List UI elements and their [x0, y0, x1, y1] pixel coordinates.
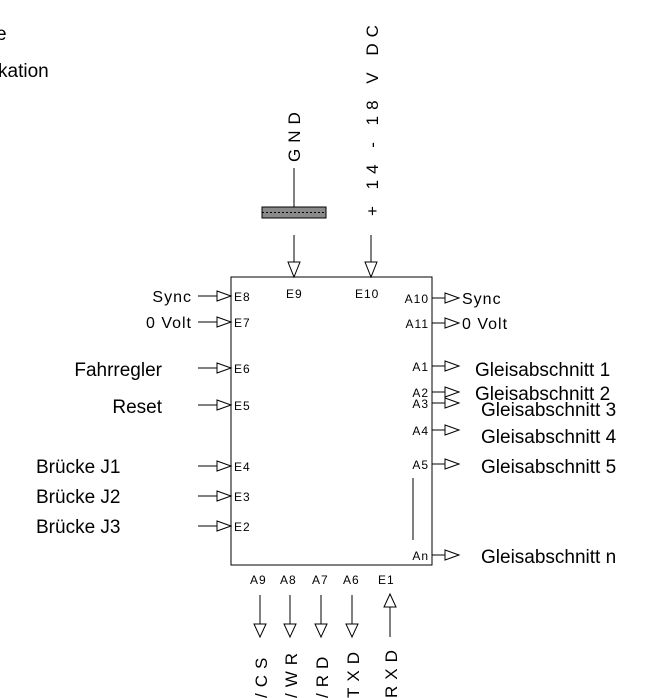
pin-e4: E4 — [234, 460, 251, 474]
pin-a6: A6 — [343, 573, 360, 587]
pin-e2: E2 — [234, 520, 251, 534]
pin-a5-arrow-icon — [444, 458, 461, 470]
left-sync-label: Sync — [152, 289, 192, 306]
pin-e6: E6 — [234, 362, 251, 376]
pin-a3: A3 — [412, 397, 429, 411]
pin-an: An — [412, 549, 429, 563]
pin-a11-arrow-icon — [444, 317, 461, 329]
pin-a8-arrow-icon — [283, 623, 297, 639]
bottom-pin-rows — [253, 592, 397, 639]
pin-e1: E1 — [378, 573, 395, 587]
pin-e2-arrow-icon — [216, 520, 233, 532]
chip-body — [230, 276, 433, 566]
pin-a2-arrow-icon — [444, 386, 461, 398]
pin-e5-arrow-icon — [216, 399, 233, 411]
pin-a6-arrow-icon — [345, 623, 359, 639]
pin-a7-arrow-icon — [314, 623, 328, 639]
bruecke-j1-label: Brücke J1 — [36, 457, 120, 478]
signal-rd: /RD — [313, 651, 332, 698]
pin-a1: A1 — [412, 360, 429, 374]
gleisabschnitt-4-label: Gleisabschnitt 4 — [481, 427, 617, 448]
pin-a3-arrow-icon — [444, 397, 461, 409]
gnd-label: GND — [285, 106, 304, 162]
right-sync-label: Sync — [462, 291, 502, 308]
pin-a11: A11 — [406, 317, 429, 331]
pin-a9: A9 — [250, 573, 267, 587]
pin-e10-arrow-icon — [364, 261, 378, 279]
cropped-text-line-2: kation — [0, 61, 49, 82]
pin-e10: E10 — [355, 287, 379, 301]
pin-a1-arrow-icon — [444, 360, 461, 372]
pin-a8: A8 — [280, 573, 297, 587]
gleisabschnitt-n-label: Gleisabschnitt n — [481, 547, 616, 568]
pin-e1-arrow-icon — [383, 592, 397, 608]
signal-rxd: RXD — [382, 644, 401, 698]
pin-an-arrow-icon — [444, 549, 461, 561]
pin-e7: E7 — [234, 316, 251, 330]
bruecke-j2-label: Brücke J2 — [36, 487, 120, 508]
pin-e4-arrow-icon — [216, 460, 233, 472]
signal-wr: /WR — [282, 647, 301, 698]
bruecke-j3-label: Brücke J3 — [36, 517, 120, 538]
pin-e8-arrow-icon — [216, 290, 233, 302]
left-0-volt-label: 0 Volt — [146, 315, 192, 332]
pin-a4: A4 — [412, 424, 429, 438]
pin-e8: E8 — [234, 290, 251, 304]
pin-e3-arrow-icon — [216, 490, 233, 502]
signal-txd: TXD — [344, 646, 363, 698]
gleisabschnitt-3-label: Gleisabschnitt 3 — [481, 400, 616, 421]
pin-a4-arrow-icon — [444, 424, 461, 436]
cropped-text-line-1: e — [0, 24, 7, 45]
gleisabschnitt-1-label: Gleisabschnitt 1 — [475, 360, 610, 381]
signal-cs: /CS — [252, 652, 271, 698]
pin-e9: E9 — [286, 287, 303, 301]
supply-voltage-label: + 14 - 18 V DC — [363, 19, 382, 216]
pin-a5: A5 — [412, 458, 429, 472]
reset-label: Reset — [112, 397, 162, 418]
gleisabschnitt-2-label: Gleisabschnitt 2 — [475, 384, 610, 405]
left-pin-rows — [198, 290, 233, 532]
gleisabschnitt-5-label: Gleisabschnitt 5 — [481, 457, 616, 478]
pin-e9-arrow-icon — [287, 261, 301, 279]
pin-a7: A7 — [312, 573, 329, 587]
right-0-volt-label: 0 Volt — [462, 316, 508, 333]
pin-e5: E5 — [234, 399, 251, 413]
pin-a10: A10 — [405, 292, 429, 306]
pin-e6-arrow-icon — [216, 362, 233, 374]
pin-a10-arrow-icon — [444, 292, 461, 304]
pin-a2: A2 — [412, 386, 429, 400]
pin-e7-arrow-icon — [216, 316, 233, 328]
pin-e3: E3 — [234, 490, 251, 504]
fahrregler-label: Fahrregler — [74, 360, 162, 381]
right-pin-rows — [412, 292, 461, 561]
pin-a9-arrow-icon — [253, 623, 267, 639]
